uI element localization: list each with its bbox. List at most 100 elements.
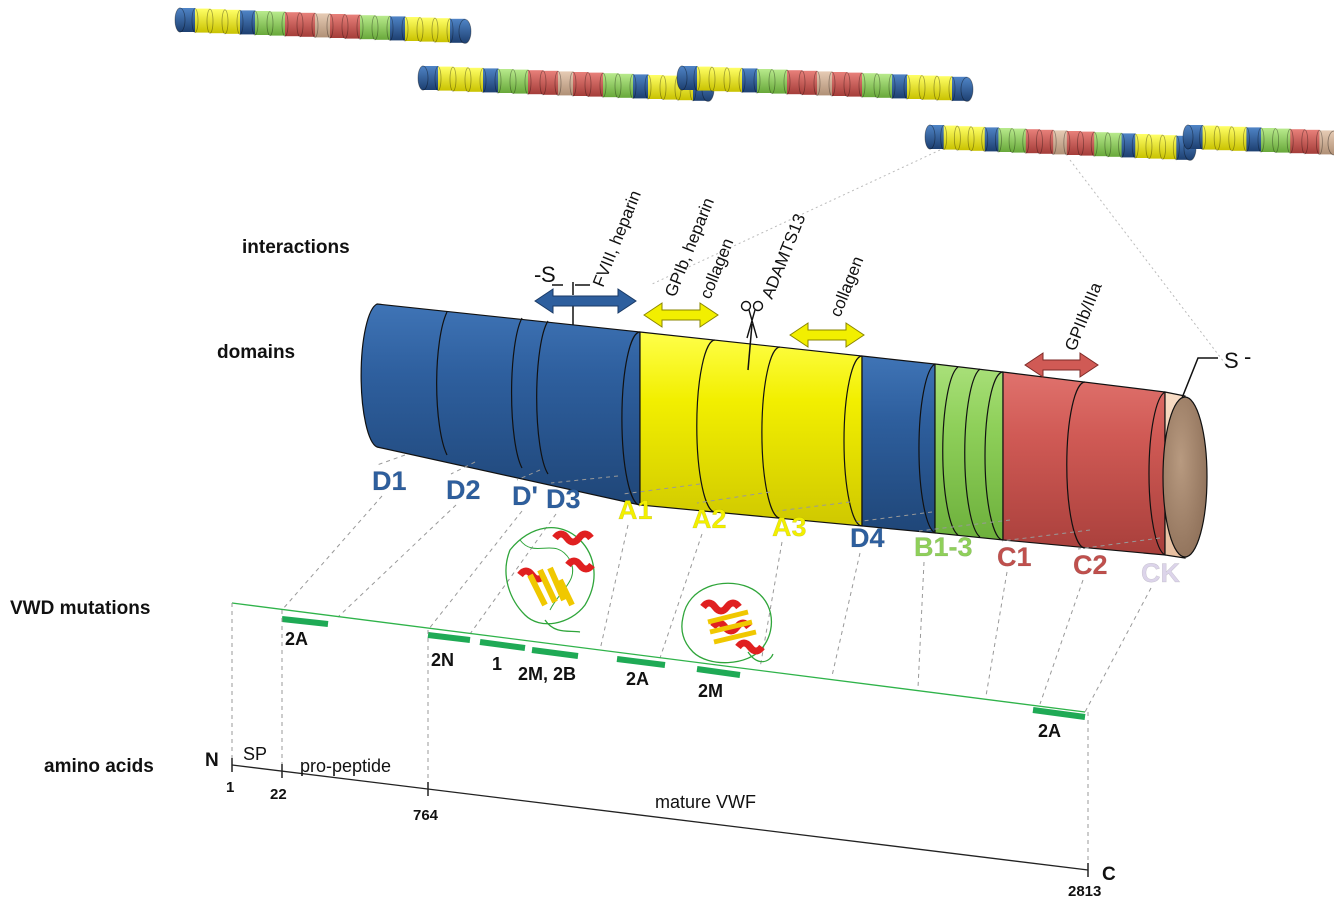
domain-label-c2: C2 — [1073, 550, 1108, 580]
strand-segment — [330, 14, 346, 38]
strand-segment — [648, 75, 664, 99]
strand-segment — [1162, 135, 1177, 160]
strand-segment — [742, 68, 758, 93]
zoom-guides — [649, 149, 1231, 371]
strand-segment — [817, 71, 833, 96]
strand-segment — [285, 12, 301, 37]
strand-segment — [757, 69, 773, 93]
mutation-label: 2A — [1038, 721, 1061, 741]
strand-segment — [240, 10, 256, 35]
domain-label-d: D' — [512, 481, 538, 511]
cylinder-guide-line — [1001, 529, 1091, 542]
gpiib-arrow — [1024, 352, 1099, 378]
strand-end-cap — [1327, 130, 1334, 156]
collagen-a3-arrow — [789, 322, 865, 348]
strand-segment — [1039, 129, 1054, 154]
domain-label-d1: D1 — [372, 466, 407, 496]
strand-segment — [453, 67, 469, 92]
disulfide-s-n: S — [541, 262, 556, 287]
strand-segment — [892, 74, 908, 99]
strand-segment — [1202, 125, 1218, 150]
mutation-label: 2A — [626, 669, 649, 689]
strand-segment — [528, 70, 544, 95]
cylinder-guide-line — [1077, 537, 1161, 550]
strand-segment — [618, 73, 634, 98]
strand-segment — [971, 126, 986, 151]
strand-segment — [1012, 128, 1027, 153]
row-label-domains: domains — [217, 342, 295, 363]
strand-segment — [405, 17, 421, 41]
strand-segment — [1231, 126, 1247, 151]
strand-segment — [558, 71, 574, 96]
strand-segment — [1246, 127, 1262, 152]
strand-start-cap — [174, 7, 186, 33]
strand-segment — [483, 68, 499, 93]
domain-label-ck: CK — [1141, 558, 1180, 588]
signal-peptide-label: SP — [243, 744, 267, 764]
strand-segment — [1025, 129, 1040, 154]
strand-segment — [390, 16, 406, 41]
scissors-icon — [740, 300, 764, 371]
domain-guide-line — [831, 552, 861, 677]
strand-segment — [727, 67, 743, 92]
interaction-label-collagen-a3: collagen — [826, 254, 867, 320]
amino-acid-axis: N C SP pro-peptide mature VWF 1 22 764 2… — [205, 744, 1116, 900]
domain-c-segment — [1002, 371, 1166, 556]
mutation-label: 2M — [698, 681, 723, 701]
aa-position-2813: 2813 — [1068, 883, 1101, 900]
strand-segment — [543, 70, 559, 95]
strand-segment — [787, 70, 803, 95]
domain-cylinder — [360, 303, 1208, 559]
mutation-bar — [696, 666, 741, 678]
strand-segment — [633, 74, 649, 99]
disulfide-label-n: - — [534, 262, 541, 287]
domain-b-segment — [934, 363, 1004, 541]
strand-segment — [360, 15, 376, 40]
cylinder-guide-line — [376, 454, 406, 466]
multimer-strand — [1182, 124, 1334, 156]
strand-segment — [984, 127, 999, 152]
strand-segment — [255, 11, 271, 35]
strand-end-cap — [960, 77, 974, 102]
cylinder-guide-line — [550, 475, 619, 484]
strand-segment — [225, 9, 241, 34]
n-terminus-label: N — [205, 750, 219, 771]
domain-guide-line — [985, 571, 1008, 697]
row-label-amino-acids: amino acids — [44, 756, 154, 777]
strand-segment — [1094, 132, 1109, 157]
domain-guide-line — [469, 513, 557, 635]
domain-guide-line — [1084, 587, 1152, 713]
domain-label-c1: C1 — [997, 542, 1032, 572]
fviii-arrow — [534, 288, 637, 314]
strand-segment — [1080, 131, 1095, 156]
multimer-strand — [174, 7, 472, 44]
strand-segment — [663, 75, 679, 100]
strand-segment — [300, 12, 316, 37]
multimer-strand — [417, 65, 715, 102]
strand-segment — [862, 73, 878, 98]
domain-guide-line — [599, 524, 629, 651]
a1-domain-structure-image — [505, 527, 595, 633]
strand-segment — [772, 69, 788, 94]
mutation-bar — [427, 632, 471, 643]
mutation-bar — [1032, 707, 1086, 720]
strand-segment — [1275, 128, 1291, 153]
interaction-label-collagen-a1: collagen — [696, 236, 737, 302]
domain-boundaries — [436, 311, 1166, 556]
strand-segment — [922, 75, 938, 100]
domain-label-a3: A3 — [772, 512, 807, 542]
strand-start-cap — [417, 65, 429, 91]
strand-segment — [847, 72, 863, 97]
strand-segment — [603, 73, 619, 98]
strand-segment — [1053, 130, 1068, 155]
strand-start-cap — [1182, 124, 1194, 150]
interaction-label-fviii: FVIII, heparin — [589, 188, 645, 290]
c-terminus-label: C — [1102, 864, 1116, 885]
strand-segment — [1121, 133, 1136, 158]
strand-segment — [1135, 134, 1150, 158]
domain-label-d3: D3 — [546, 484, 581, 514]
interaction-label-adamts13: ADAMTS13 — [758, 211, 809, 301]
